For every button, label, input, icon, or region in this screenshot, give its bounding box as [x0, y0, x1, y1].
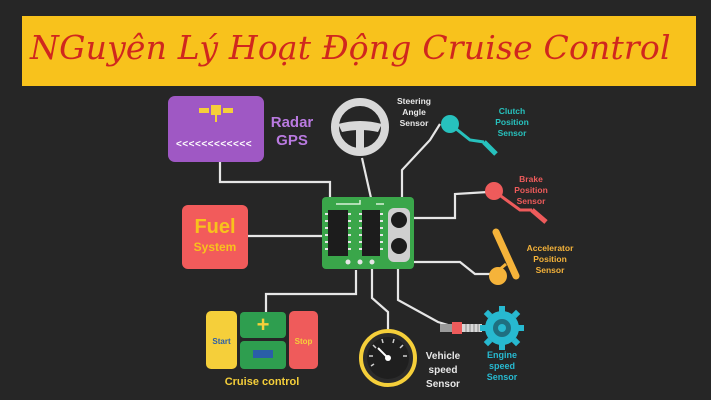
diagram-title: NGuyên Lý Hoạt Động Cruise Control	[30, 28, 671, 67]
vehicle-label-2: speed	[429, 365, 458, 376]
wire-engine	[396, 268, 459, 330]
radar-signal: <<<<<<<<<<<<	[176, 139, 252, 150]
wire-cruise	[264, 270, 358, 316]
system-label: System	[194, 240, 237, 254]
cruise-control-caption: Cruise control	[225, 376, 300, 388]
vehicle-label-1: Vehicle	[426, 351, 461, 362]
engine-label-1: Engine	[487, 350, 517, 360]
start-label: Start	[212, 337, 231, 346]
accelerator-position-sensor: Accelerator Position Sensor	[489, 228, 574, 285]
steering-label-3: Sensor	[400, 118, 430, 128]
stop-label: Stop	[295, 337, 313, 346]
fuel-system-module: Fuel System	[182, 205, 248, 269]
plus-label: +	[257, 312, 270, 337]
plus-button[interactable]	[240, 312, 286, 338]
clutch-label-1: Clutch	[499, 106, 525, 116]
vehicle-label-3: Sensor	[426, 379, 460, 390]
wire-vehicle	[370, 268, 390, 332]
accel-label-1: Accelerator	[527, 243, 574, 253]
cruise-control-panel: Start + Stop Cruise control	[206, 311, 318, 388]
brake-label-2: Position	[514, 185, 548, 195]
pedal-icon	[489, 228, 520, 285]
gear-icon	[480, 306, 524, 350]
wire-accel	[412, 260, 492, 276]
brake-label-3: Sensor	[517, 196, 547, 206]
start-button[interactable]	[206, 311, 237, 369]
engine-label-3: Sensor	[487, 372, 518, 382]
accel-label-3: Sensor	[536, 265, 566, 275]
radar-gps-module: <<<<<<<<<<<< Radar GPS	[168, 96, 313, 162]
fuel-label: Fuel	[194, 216, 235, 238]
vehicle-speed-sensor: Vehicle speed Sensor	[359, 329, 461, 390]
wire-radar	[218, 162, 332, 200]
radar-label: Radar	[271, 114, 314, 131]
pedal-icon	[485, 182, 548, 224]
title-banner: NGuyên Lý Hoạt Động Cruise Control	[22, 16, 696, 86]
radar-box	[168, 96, 264, 162]
engine-label-2: speed	[489, 361, 515, 371]
engine-speed-sensor: Engine speed Sensor	[440, 306, 524, 382]
wire-steering	[360, 157, 373, 199]
gps-label: GPS	[276, 132, 308, 149]
pedal-icon	[441, 115, 498, 156]
clutch-label-3: Sensor	[498, 128, 528, 138]
wire-brake	[414, 190, 489, 220]
steering-label-1: Steering	[397, 96, 431, 106]
accel-label-2: Position	[533, 254, 567, 264]
speedometer-icon	[359, 329, 417, 387]
steering-label-2: Angle	[402, 107, 426, 117]
satellite-icon	[199, 105, 233, 122]
steering-angle-sensor: Steering Angle Sensor	[331, 96, 431, 156]
wire-clutch	[400, 123, 441, 198]
fuel-box	[182, 205, 248, 269]
sensor-probe	[440, 322, 482, 334]
circuit-board-icon	[322, 197, 414, 269]
clutch-label-2: Position	[495, 117, 529, 127]
minus-icon	[253, 350, 273, 358]
steering-wheel-icon	[331, 98, 389, 156]
clutch-position-sensor: Clutch Position Sensor	[441, 106, 529, 156]
brake-label-1: Brake	[519, 174, 543, 184]
stop-button[interactable]	[289, 311, 318, 369]
brake-position-sensor: Brake Position Sensor	[485, 174, 548, 224]
